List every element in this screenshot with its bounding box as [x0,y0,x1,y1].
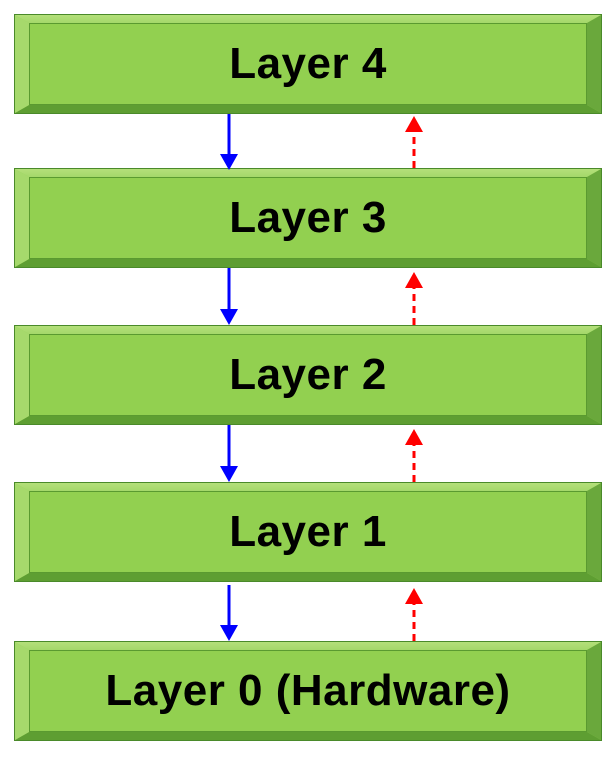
bevel-left [15,169,29,267]
layer-4-face: Layer 4 [29,23,587,105]
bevel-top [15,326,601,334]
bevel-left [15,15,29,113]
bevel-right [587,642,601,740]
layer-2-face: Layer 2 [29,334,587,416]
down-arrow-4-to-3 [220,114,238,170]
layer-1-label: Layer 1 [229,507,387,556]
layer-3-box: Layer 3 [14,168,602,268]
down-arrow-1-to-0 [220,585,238,641]
layer-4-box: Layer 4 [14,14,602,114]
layer-3-face: Layer 3 [29,177,587,259]
bevel-bottom [15,259,601,267]
bevel-top [15,169,601,177]
bevel-right [587,483,601,581]
bevel-top [15,15,601,23]
down-arrow-3-to-2 [220,268,238,325]
bevel-right [587,15,601,113]
bevel-left [15,483,29,581]
layer-4-label: Layer 4 [229,39,387,88]
layer-0-face: Layer 0 (Hardware) [29,650,587,732]
bevel-left [15,642,29,740]
bevel-bottom [15,573,601,581]
layer-0-label: Layer 0 (Hardware) [105,666,511,715]
layer-2-label: Layer 2 [229,350,387,399]
up-arrow-0-to-1 [405,588,423,641]
bevel-top [15,483,601,491]
layer-3-label: Layer 3 [229,193,387,242]
bevel-right [587,326,601,424]
bevel-bottom [15,732,601,740]
bevel-bottom [15,105,601,113]
down-arrow-2-to-1 [220,425,238,482]
bevel-left [15,326,29,424]
layer-1-face: Layer 1 [29,491,587,573]
layer-0-box: Layer 0 (Hardware) [14,641,602,741]
bevel-right [587,169,601,267]
layer-1-box: Layer 1 [14,482,602,582]
up-arrow-2-to-3 [405,272,423,325]
up-arrow-1-to-2 [405,429,423,482]
up-arrow-3-to-4 [405,116,423,168]
layer-2-box: Layer 2 [14,325,602,425]
bevel-top [15,642,601,650]
bevel-bottom [15,416,601,424]
